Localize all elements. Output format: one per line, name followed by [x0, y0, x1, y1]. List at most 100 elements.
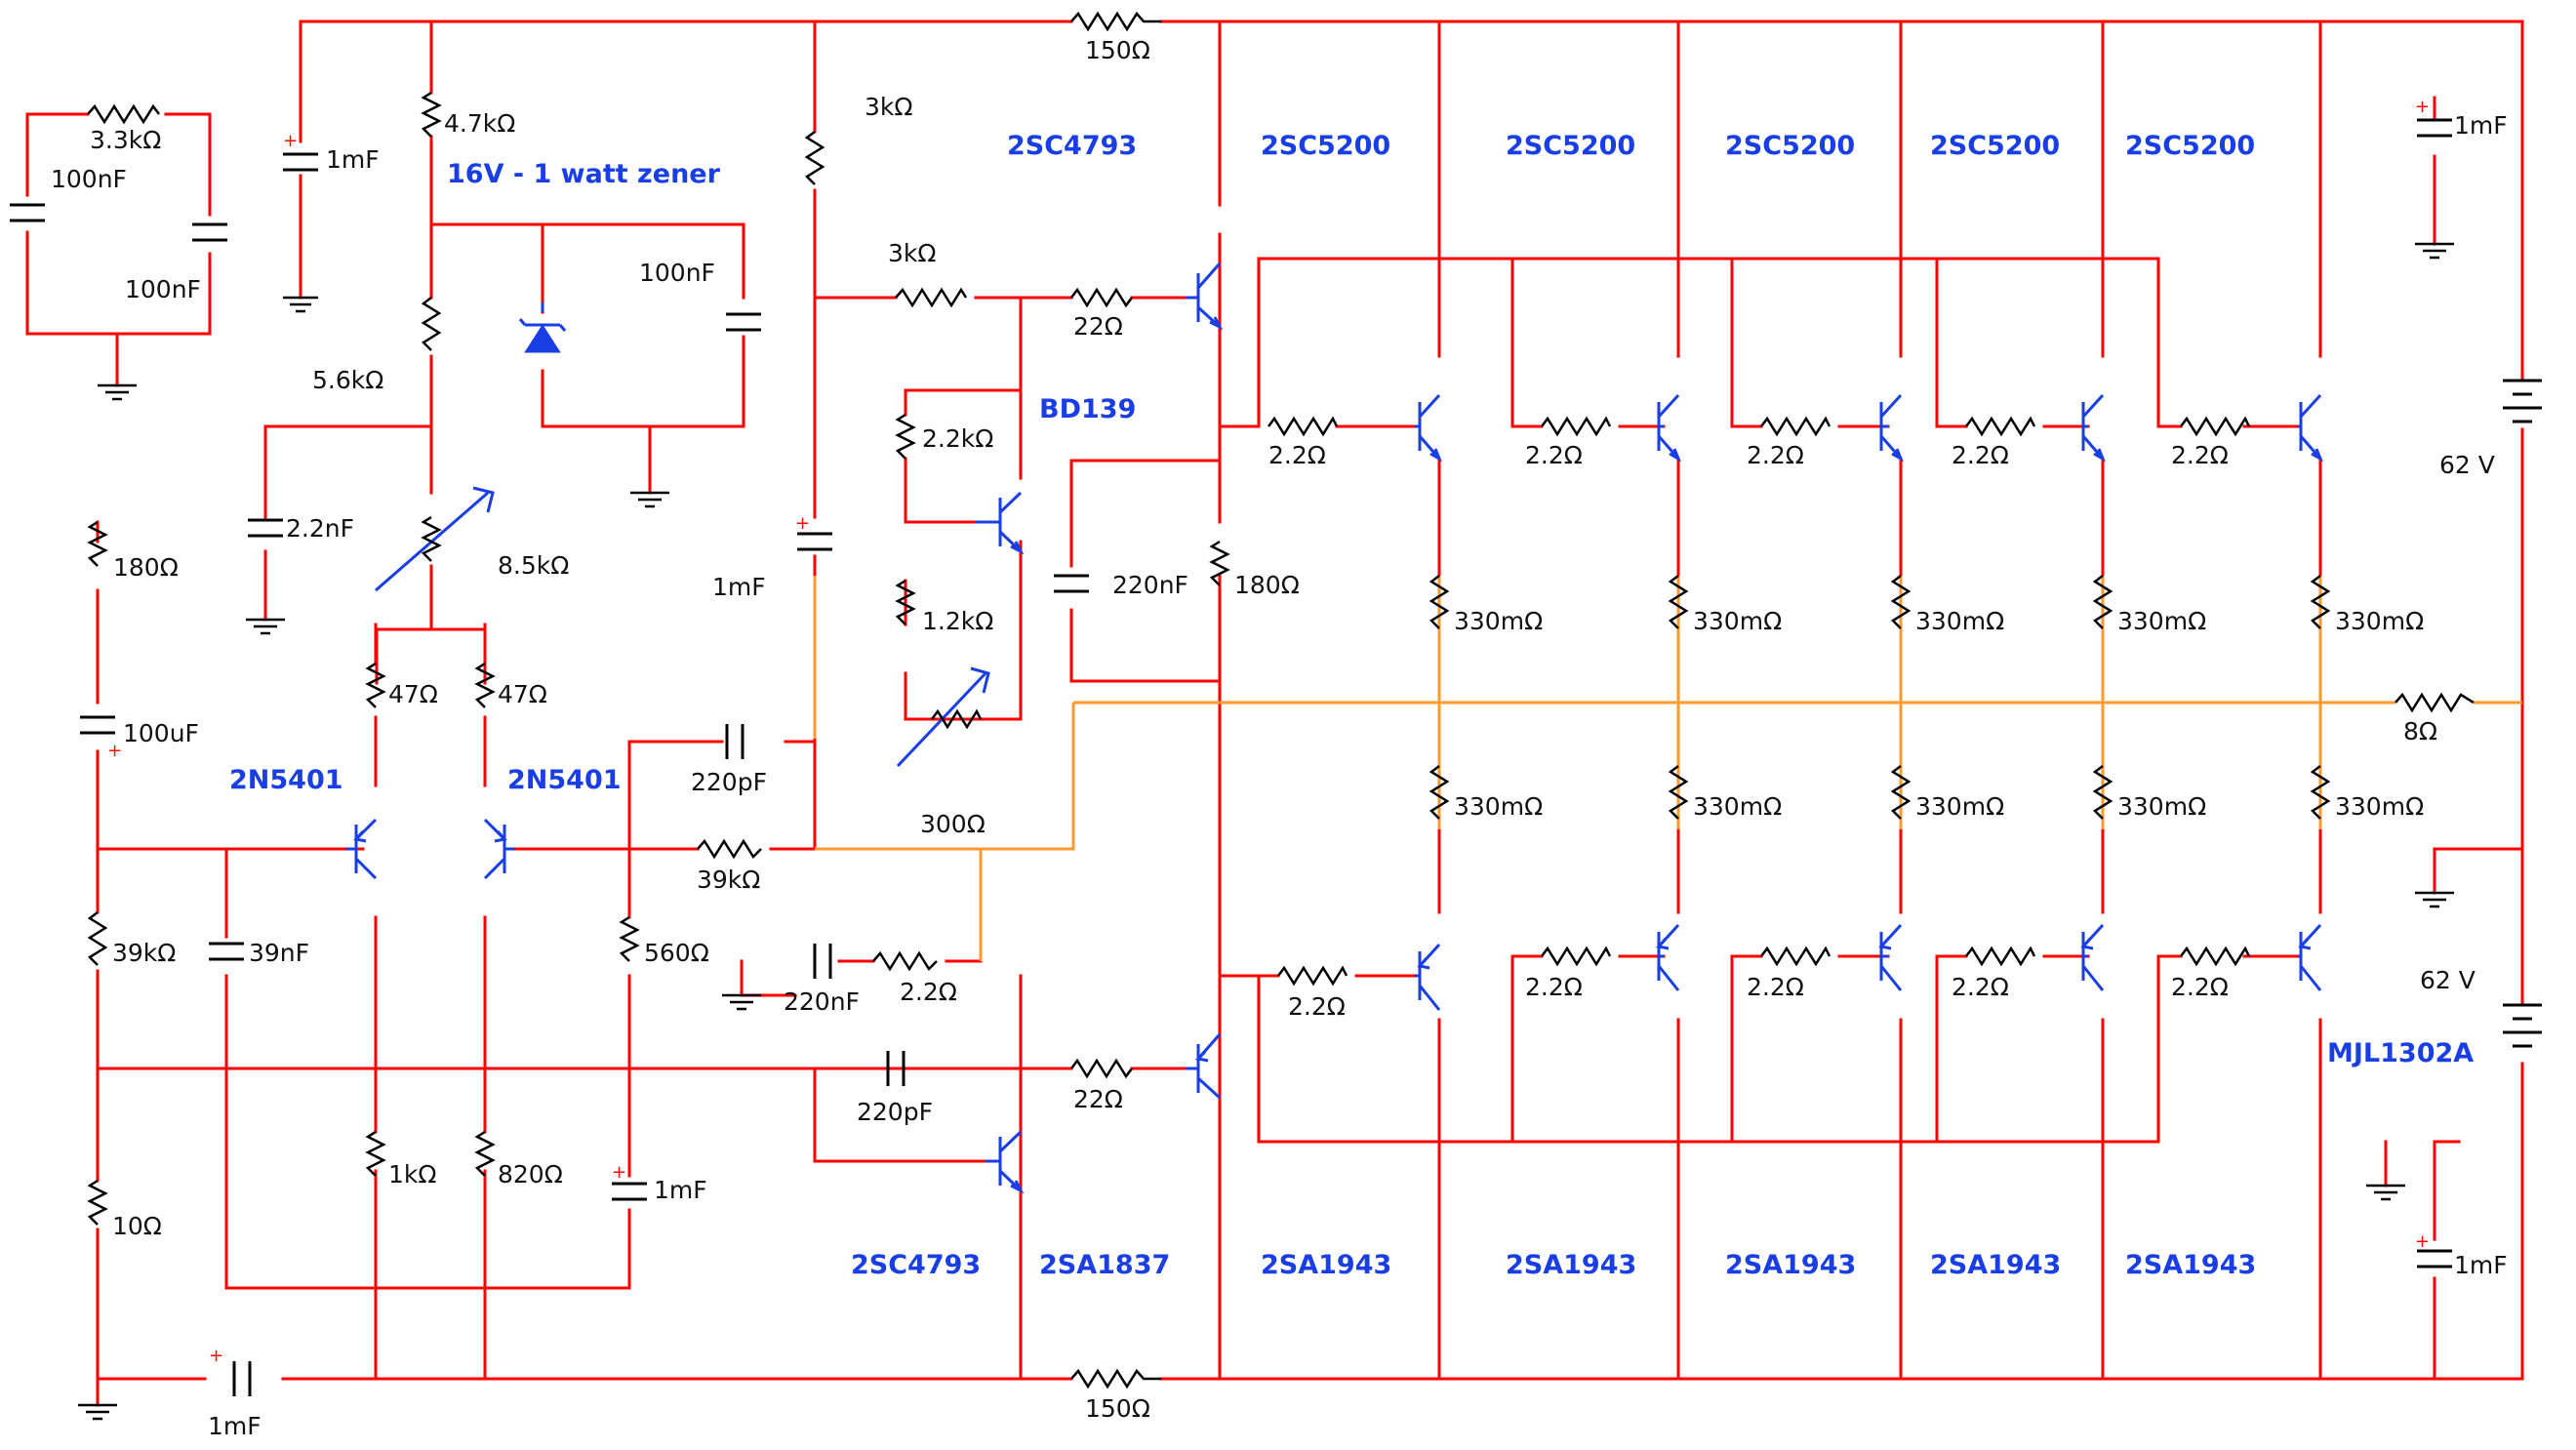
label-8k5: 8.5kΩ [498, 551, 569, 580]
label-emitter-bottom-3: 330mΩ [1915, 792, 2004, 821]
ground-symbol [283, 296, 318, 313]
polarity-1m-supply: + [283, 131, 298, 151]
capacitors [10, 118, 2452, 1396]
polarity-1m-lower: + [612, 1162, 626, 1183]
ground-symbol [2415, 242, 2454, 260]
ground-symbol [722, 993, 761, 1011]
bias-spreader-wire [904, 296, 1023, 721]
resistor-emitter-bottom-5 [2310, 765, 2331, 820]
transistors [346, 262, 2323, 1194]
capacitor-220p-b [886, 1051, 906, 1086]
pnp-output-5 [2298, 923, 2322, 991]
label-4k7: 4.7kΩ [444, 109, 515, 138]
part-pnp-output-3: 2SA1943 [1725, 1250, 1856, 1280]
label-820: 820Ω [498, 1160, 563, 1188]
ground-symbol [246, 618, 285, 635]
label-1m-mid: 1mF [712, 573, 766, 601]
label-3k-top: 3kΩ [865, 93, 913, 121]
part-mjl1302a: MJL1302A [2327, 1038, 2474, 1068]
capacitor-1m-top-right [2417, 118, 2452, 138]
pot-bias-arrow [896, 666, 990, 768]
resistor-4k7 [421, 91, 442, 138]
pnp-collector-wire [1437, 1018, 2322, 1381]
battery-62v-top [2503, 379, 2542, 423]
resistor-2k2 [895, 413, 916, 460]
resistors [87, 11, 2475, 1390]
part-npn-output-3: 2SC5200 [1725, 131, 1855, 161]
label-220p-b: 220pF [857, 1098, 933, 1126]
pot-bias-body [931, 708, 983, 730]
polarity-1m-top-right: + [2415, 97, 2430, 117]
polarity-1m-mid: + [795, 513, 810, 534]
zener-chain-wire [429, 20, 745, 495]
resistor-emitter-top-4 [2092, 575, 2113, 629]
value-labels: 150Ω 150Ω 3.3kΩ 100nF 100nF 1mF 4.7kΩ 16… [51, 36, 2508, 1440]
label-emitter-top-2: 330mΩ [1693, 607, 1782, 635]
part-2sc4793-bottom: 2SC4793 [851, 1250, 981, 1280]
ground-symbol [2366, 1184, 2405, 1201]
resistor-1k [365, 1130, 386, 1177]
capacitor-2n2 [248, 518, 283, 538]
npn-output-1 [1415, 393, 1442, 463]
part-npn-output-4: 2SC5200 [1930, 131, 2060, 161]
label-47-a: 47Ω [388, 680, 438, 708]
potentiometers [375, 486, 990, 768]
label-1m-supply: 1mF [326, 145, 380, 174]
vas-lower-wire [1019, 974, 1222, 1070]
bias-tap-wire [263, 424, 433, 622]
resistor-emitter-bottom-3 [1890, 765, 1912, 820]
resistor-emitter-bottom-4 [2092, 765, 2113, 820]
label-base-top-1: 2.2Ω [1268, 441, 1326, 469]
label-emitter-bottom-2: 330mΩ [1693, 792, 1782, 821]
resistor-180-left [87, 520, 108, 567]
npn-output-2 [1657, 393, 1681, 463]
resistor-emitter-top-1 [1429, 575, 1450, 629]
label-base-bottom-2: 2.2Ω [1525, 973, 1583, 1001]
polarity-1m-bottom: + [209, 1346, 223, 1366]
label-base-top-5: 2.2Ω [2171, 441, 2229, 469]
label-150-top: 150Ω [1085, 36, 1150, 64]
label-2r2-low: 2.2Ω [900, 978, 957, 1006]
part-pnp-output-2: 2SA1943 [1506, 1250, 1636, 1280]
label-base-bottom-3: 2.2Ω [1747, 973, 1804, 1001]
label-3k3: 3.3kΩ [90, 126, 161, 154]
resistor-emitter-top-5 [2310, 575, 2331, 629]
capacitor-1m-mid [797, 532, 832, 551]
label-emitter-bottom-1: 330mΩ [1454, 792, 1543, 821]
npn-collector-wire [1437, 20, 2322, 358]
label-1k2: 1.2kΩ [922, 607, 993, 635]
resistor-39k [697, 838, 762, 860]
resistor-820 [474, 1130, 496, 1177]
resistor-1k2 [895, 579, 916, 625]
label-1k: 1kΩ [388, 1160, 437, 1188]
polarity-1m-bottom-right: + [2415, 1231, 2430, 1252]
npn-output-3 [1879, 393, 1904, 463]
npn-2sc4793-bottom [986, 1130, 1025, 1194]
resistor-base-bottom-2 [1541, 946, 1612, 967]
capacitor-100n-right [192, 222, 227, 242]
resistor-3k3 [87, 103, 160, 125]
label-220n-mid: 220nF [1112, 571, 1188, 599]
part-pnp-output-4: 2SA1943 [1930, 1250, 2061, 1280]
pot-8k5-arrow [375, 486, 495, 592]
pnp-base-wire [1218, 954, 2300, 1144]
label-100n-zener: 100nF [639, 259, 715, 287]
label-39k-left: 39kΩ [112, 939, 176, 967]
pnp-output-2 [1656, 923, 1680, 991]
label-emitter-top-4: 330mΩ [2117, 607, 2206, 635]
part-pnp-output-1: 2SA1943 [1261, 1250, 1391, 1280]
right-rail-wire [2433, 427, 2524, 1007]
label-emitter-top-3: 330mΩ [1915, 607, 2004, 635]
resistor-150-bottom [1070, 1368, 1161, 1390]
part-2sa1837: 2SA1837 [1039, 1250, 1170, 1280]
label-100n-left: 100nF [51, 165, 127, 193]
label-47-b: 47Ω [498, 680, 547, 708]
resistor-emitter-top-2 [1668, 575, 1689, 629]
resistor-emitter-top-3 [1890, 575, 1912, 629]
pot-wire [375, 564, 487, 685]
label-22-bottom: 22Ω [1073, 1085, 1123, 1113]
resistor-22-top [1070, 287, 1133, 308]
resistor-emitter-bottom-1 [1429, 765, 1450, 820]
label-300: 300Ω [920, 810, 986, 838]
resistor-8 [2395, 692, 2475, 713]
